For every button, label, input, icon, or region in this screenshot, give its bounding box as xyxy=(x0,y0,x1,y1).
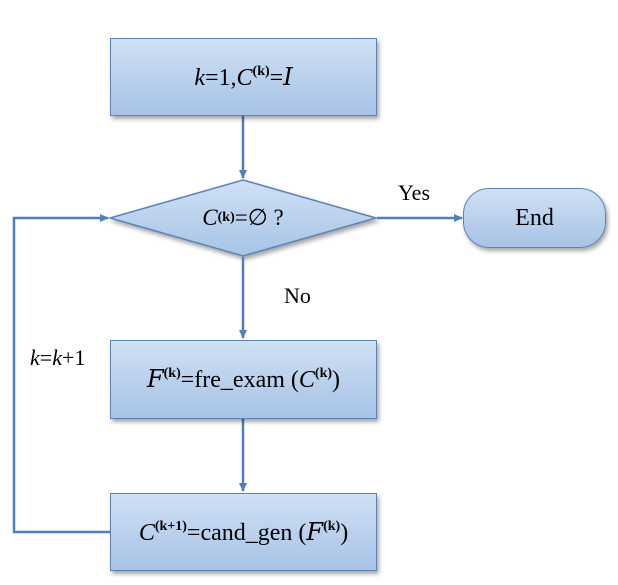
gen-f: F xyxy=(306,517,324,546)
init-eq2: = xyxy=(269,64,284,91)
gen-sup: (k+1) xyxy=(154,518,187,534)
exam-fn: =fre_exam ( xyxy=(180,367,299,393)
loop-k2: k xyxy=(52,345,62,370)
loop-eq: = xyxy=(39,345,53,370)
init-k: k xyxy=(194,64,205,91)
decision-text: C(k)=∅ ? xyxy=(110,180,376,256)
decision-rest: =∅ ? xyxy=(234,205,284,230)
exam-sup: (k) xyxy=(163,366,181,381)
exam-sup2: (k) xyxy=(314,366,333,381)
yes-label: Yes xyxy=(398,180,431,205)
init-eq1: =1, xyxy=(204,64,237,91)
gen-fn: =cand_gen ( xyxy=(186,519,307,546)
decision-c: C xyxy=(202,205,218,230)
loop-k1: k xyxy=(30,345,40,370)
init-sup: (k) xyxy=(252,63,270,79)
end-terminal: End xyxy=(463,188,606,248)
exam-close: ) xyxy=(332,367,341,393)
init-box: k=1,C(k)=I xyxy=(110,38,377,116)
init-i: I xyxy=(283,62,293,91)
no-label: No xyxy=(284,283,311,308)
fre-exam-box: F(k)=fre_exam (C(k)) xyxy=(110,340,377,419)
cand-gen-box: C(k+1)=cand_gen (F(k)) xyxy=(110,493,377,571)
decision-sup: (k) xyxy=(217,210,235,225)
decision-diamond xyxy=(107,179,379,257)
gen-c: C xyxy=(138,519,155,546)
loop-plus: +1 xyxy=(61,345,86,370)
gen-sup2: (k) xyxy=(323,518,341,534)
end-label: End xyxy=(515,204,554,231)
gen-close: ) xyxy=(340,519,349,546)
exam-f: F xyxy=(146,365,164,393)
exam-c: C xyxy=(298,367,315,393)
arrow-loop-back xyxy=(12,214,110,534)
loop-label: k=k+1 xyxy=(30,345,85,371)
init-c: C xyxy=(236,64,253,91)
